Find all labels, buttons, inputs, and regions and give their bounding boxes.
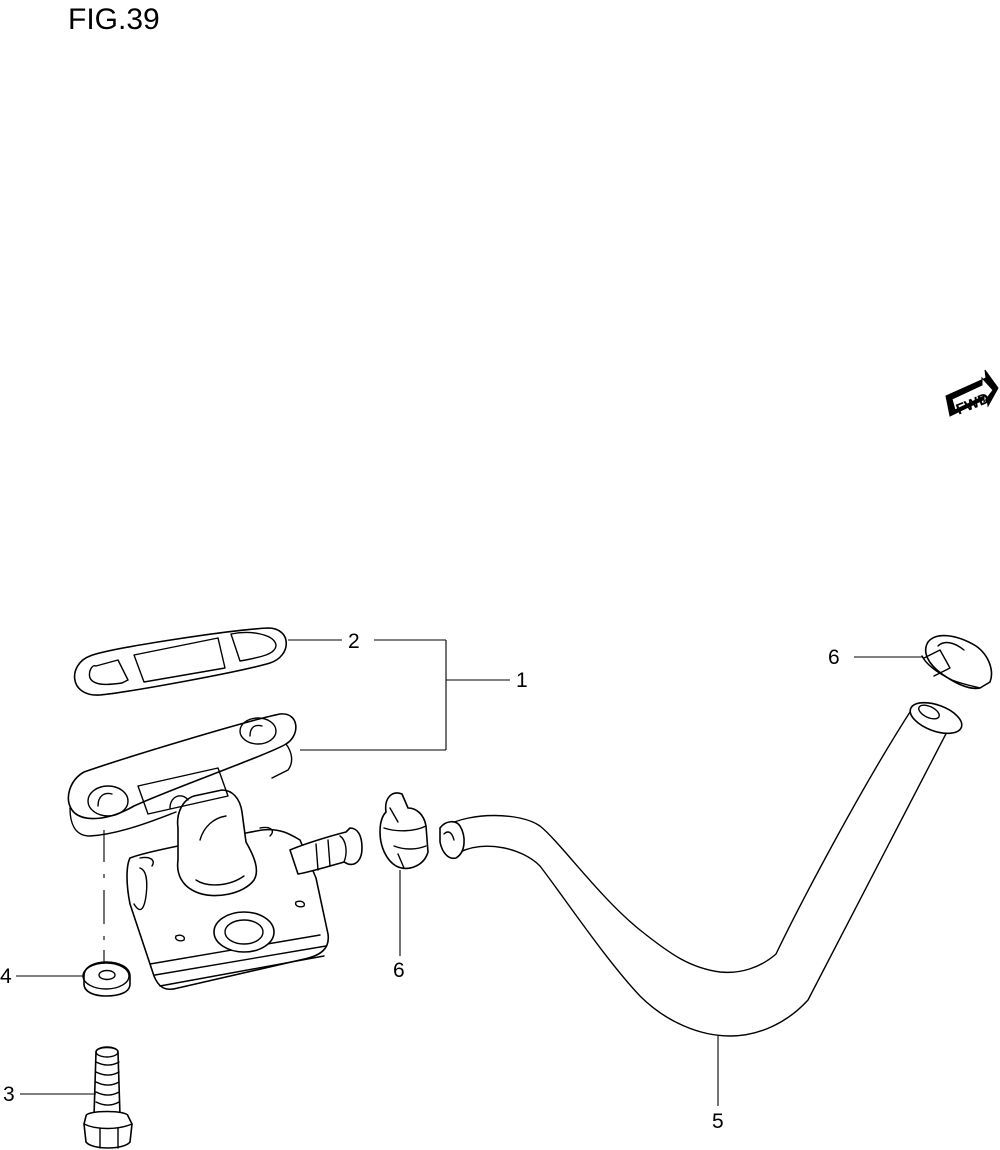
bolt-part-3	[83, 1046, 133, 1149]
hose-clip-part-6-lower	[379, 792, 429, 870]
fuel-hose-part-5	[439, 701, 963, 1037]
fuel-cock-part-1	[67, 713, 363, 991]
callout-1: 1	[516, 669, 528, 692]
callout-6-lower: 6	[393, 959, 405, 982]
callout-5: 5	[712, 1110, 724, 1133]
fwd-arrow-icon: FWD	[945, 369, 999, 418]
leader-lines	[16, 639, 922, 1106]
callout-2: 2	[348, 630, 360, 653]
callout-4: 4	[0, 965, 12, 988]
washer-part-4	[82, 961, 131, 997]
callout-3: 3	[3, 1083, 15, 1106]
hose-clip-part-6-upper	[921, 634, 993, 690]
callout-6-upper: 6	[828, 646, 840, 669]
gasket-part-2	[73, 627, 287, 696]
figure-title: FIG.39	[68, 3, 160, 36]
